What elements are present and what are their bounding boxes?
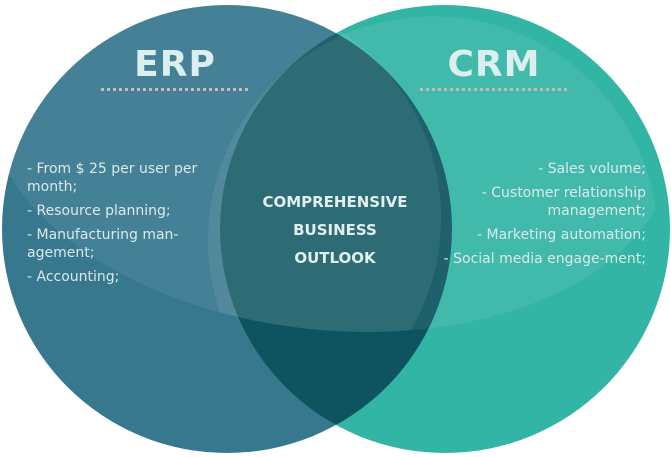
- crm-feature-list: - Sales volume; - Customer relationship …: [440, 160, 646, 274]
- list-item: - Customer relationship management;: [481, 185, 646, 219]
- list-item: - Social media engage-ment;: [443, 251, 646, 267]
- erp-title: ERP: [134, 44, 216, 85]
- overlap-line: BUSINESS: [293, 221, 377, 239]
- overlap-line: COMPREHENSIVE: [262, 193, 408, 211]
- erp-feature-list: - From $ 25 per user per month; - Resour…: [27, 160, 227, 292]
- crm-title: CRM: [447, 44, 541, 85]
- overlap-label: COMPREHENSIVE BUSINESS OUTLOOK: [230, 188, 440, 272]
- list-item: - Sales volume;: [538, 161, 646, 177]
- overlap-line: OUTLOOK: [294, 249, 376, 267]
- list-item: - Accounting;: [27, 269, 120, 285]
- erp-divider: [101, 88, 248, 91]
- list-item: - From $ 25 per user per month;: [27, 161, 198, 195]
- list-item: - Marketing automation;: [477, 227, 646, 243]
- list-item: - Manufacturing man-agement;: [27, 227, 179, 261]
- list-item: - Resource planning;: [27, 203, 171, 219]
- crm-divider: [420, 88, 567, 91]
- overlap-region: [220, 5, 452, 453]
